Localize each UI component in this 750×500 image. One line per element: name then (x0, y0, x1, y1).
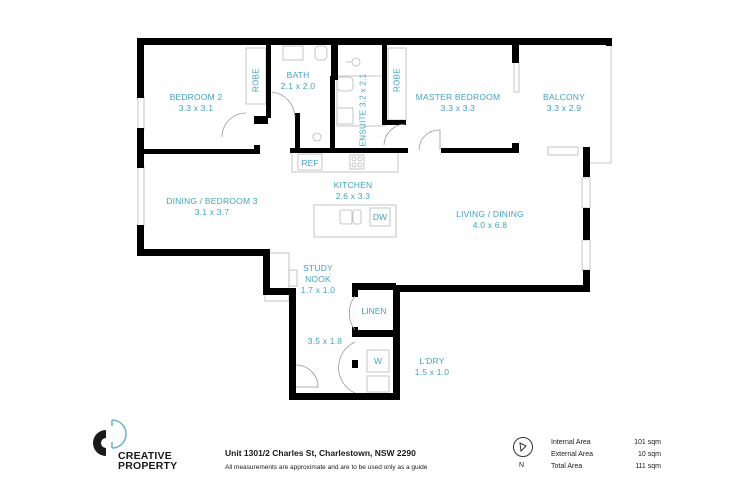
room-label-hall: 3.5 x 1.8 (308, 336, 342, 347)
room-name: L'DRY (419, 356, 445, 366)
room-label-balcony: BALCONY 3.3 x 2.9 (543, 92, 585, 114)
door-swings (221, 91, 441, 394)
room-label-ensuite: ENSUITE 3.2 x 2.1 (358, 73, 368, 147)
north-arrow-icon (519, 442, 527, 453)
room-label-study-nook: STUDY NOOK 1.7 x 1.0 (301, 263, 335, 296)
logo-line-1: CREATIVE (118, 450, 172, 462)
room-name-line1: STUDY (303, 263, 333, 273)
room-dims: 1.7 x 1.0 (300, 285, 336, 295)
room-dims: 2.6 x 3.3 (335, 191, 371, 201)
room-name: BALCONY (542, 92, 586, 102)
area-summary: Internal Area 101 sqm External Area 10 s… (551, 437, 661, 473)
room-label-dining-bedroom-3: DINING / BEDROOM 3 3.1 x 3.7 (166, 196, 257, 218)
area-row-internal: Internal Area 101 sqm (551, 437, 661, 449)
room-name-line2: NOOK (305, 274, 331, 284)
area-value: 101 sqm (634, 439, 661, 446)
room-label-bedroom-2: BEDROOM 2 3.3 x 3.1 (170, 92, 223, 114)
fixture-washer: W (373, 356, 383, 366)
fixture-ref: REF (301, 158, 319, 168)
compass (513, 437, 533, 457)
logo-wordmark: CREATIVE PROPERTY (118, 450, 178, 472)
room-label-bath: BATH 2.1 x 2.0 (281, 70, 315, 92)
room-name: DINING / BEDROOM 3 (166, 196, 258, 206)
area-row-external: External Area 10 sqm (551, 449, 661, 461)
room-dims: 3.3 x 3.1 (178, 103, 214, 113)
room-name: BATH (286, 70, 310, 80)
logo-line-2: PROPERTY (118, 460, 178, 472)
room-dims: 1.5 x 1.0 (414, 367, 450, 377)
room-dims: 3.3 x 3.3 (440, 103, 476, 113)
measurement-disclaimer: All measurements are approximate and are… (225, 464, 428, 471)
room-name: LIVING / DINING (456, 209, 524, 219)
area-label: Total Area (551, 463, 583, 470)
robe-label-master: ROBE (392, 68, 402, 92)
area-label: Internal Area (551, 439, 591, 446)
compass-north-label: N (519, 462, 525, 469)
area-value: 10 sqm (638, 451, 661, 458)
room-name: BEDROOM 2 (169, 92, 223, 102)
room-dims: 3.3 x 2.9 (546, 103, 582, 113)
room-dims: 4.0 x 6.8 (472, 220, 508, 230)
robe-label-bedroom-2: ROBE (251, 68, 261, 92)
fixture-dw: DW (372, 212, 388, 222)
walls (137, 38, 612, 400)
room-label-kitchen: KITCHEN 2.6 x 3.3 (334, 180, 373, 202)
room-label-living-dining: LIVING / DINING 4.0 x 6.8 (456, 209, 524, 231)
room-name: KITCHEN (333, 180, 373, 190)
room-dims: 3.1 x 3.7 (194, 207, 230, 217)
room-name: MASTER BEDROOM (415, 92, 501, 102)
room-dims: 2.1 x 2.0 (280, 81, 316, 91)
creative-property-logo-icon (93, 419, 127, 456)
room-label-master-bedroom: MASTER BEDROOM 3.3 x 3.3 (416, 92, 501, 114)
area-label: External Area (551, 451, 594, 458)
room-label-laundry: L'DRY 1.5 x 1.0 (415, 356, 449, 378)
fixture-linen: LINEN (361, 306, 387, 316)
area-value: 111 sqm (635, 463, 661, 470)
room-dims: 3.5 x 1.8 (307, 336, 343, 346)
property-address: Unit 1301/2 Charles St, Charlestown, NSW… (225, 448, 416, 458)
area-row-total: Total Area 111 sqm (551, 461, 661, 473)
